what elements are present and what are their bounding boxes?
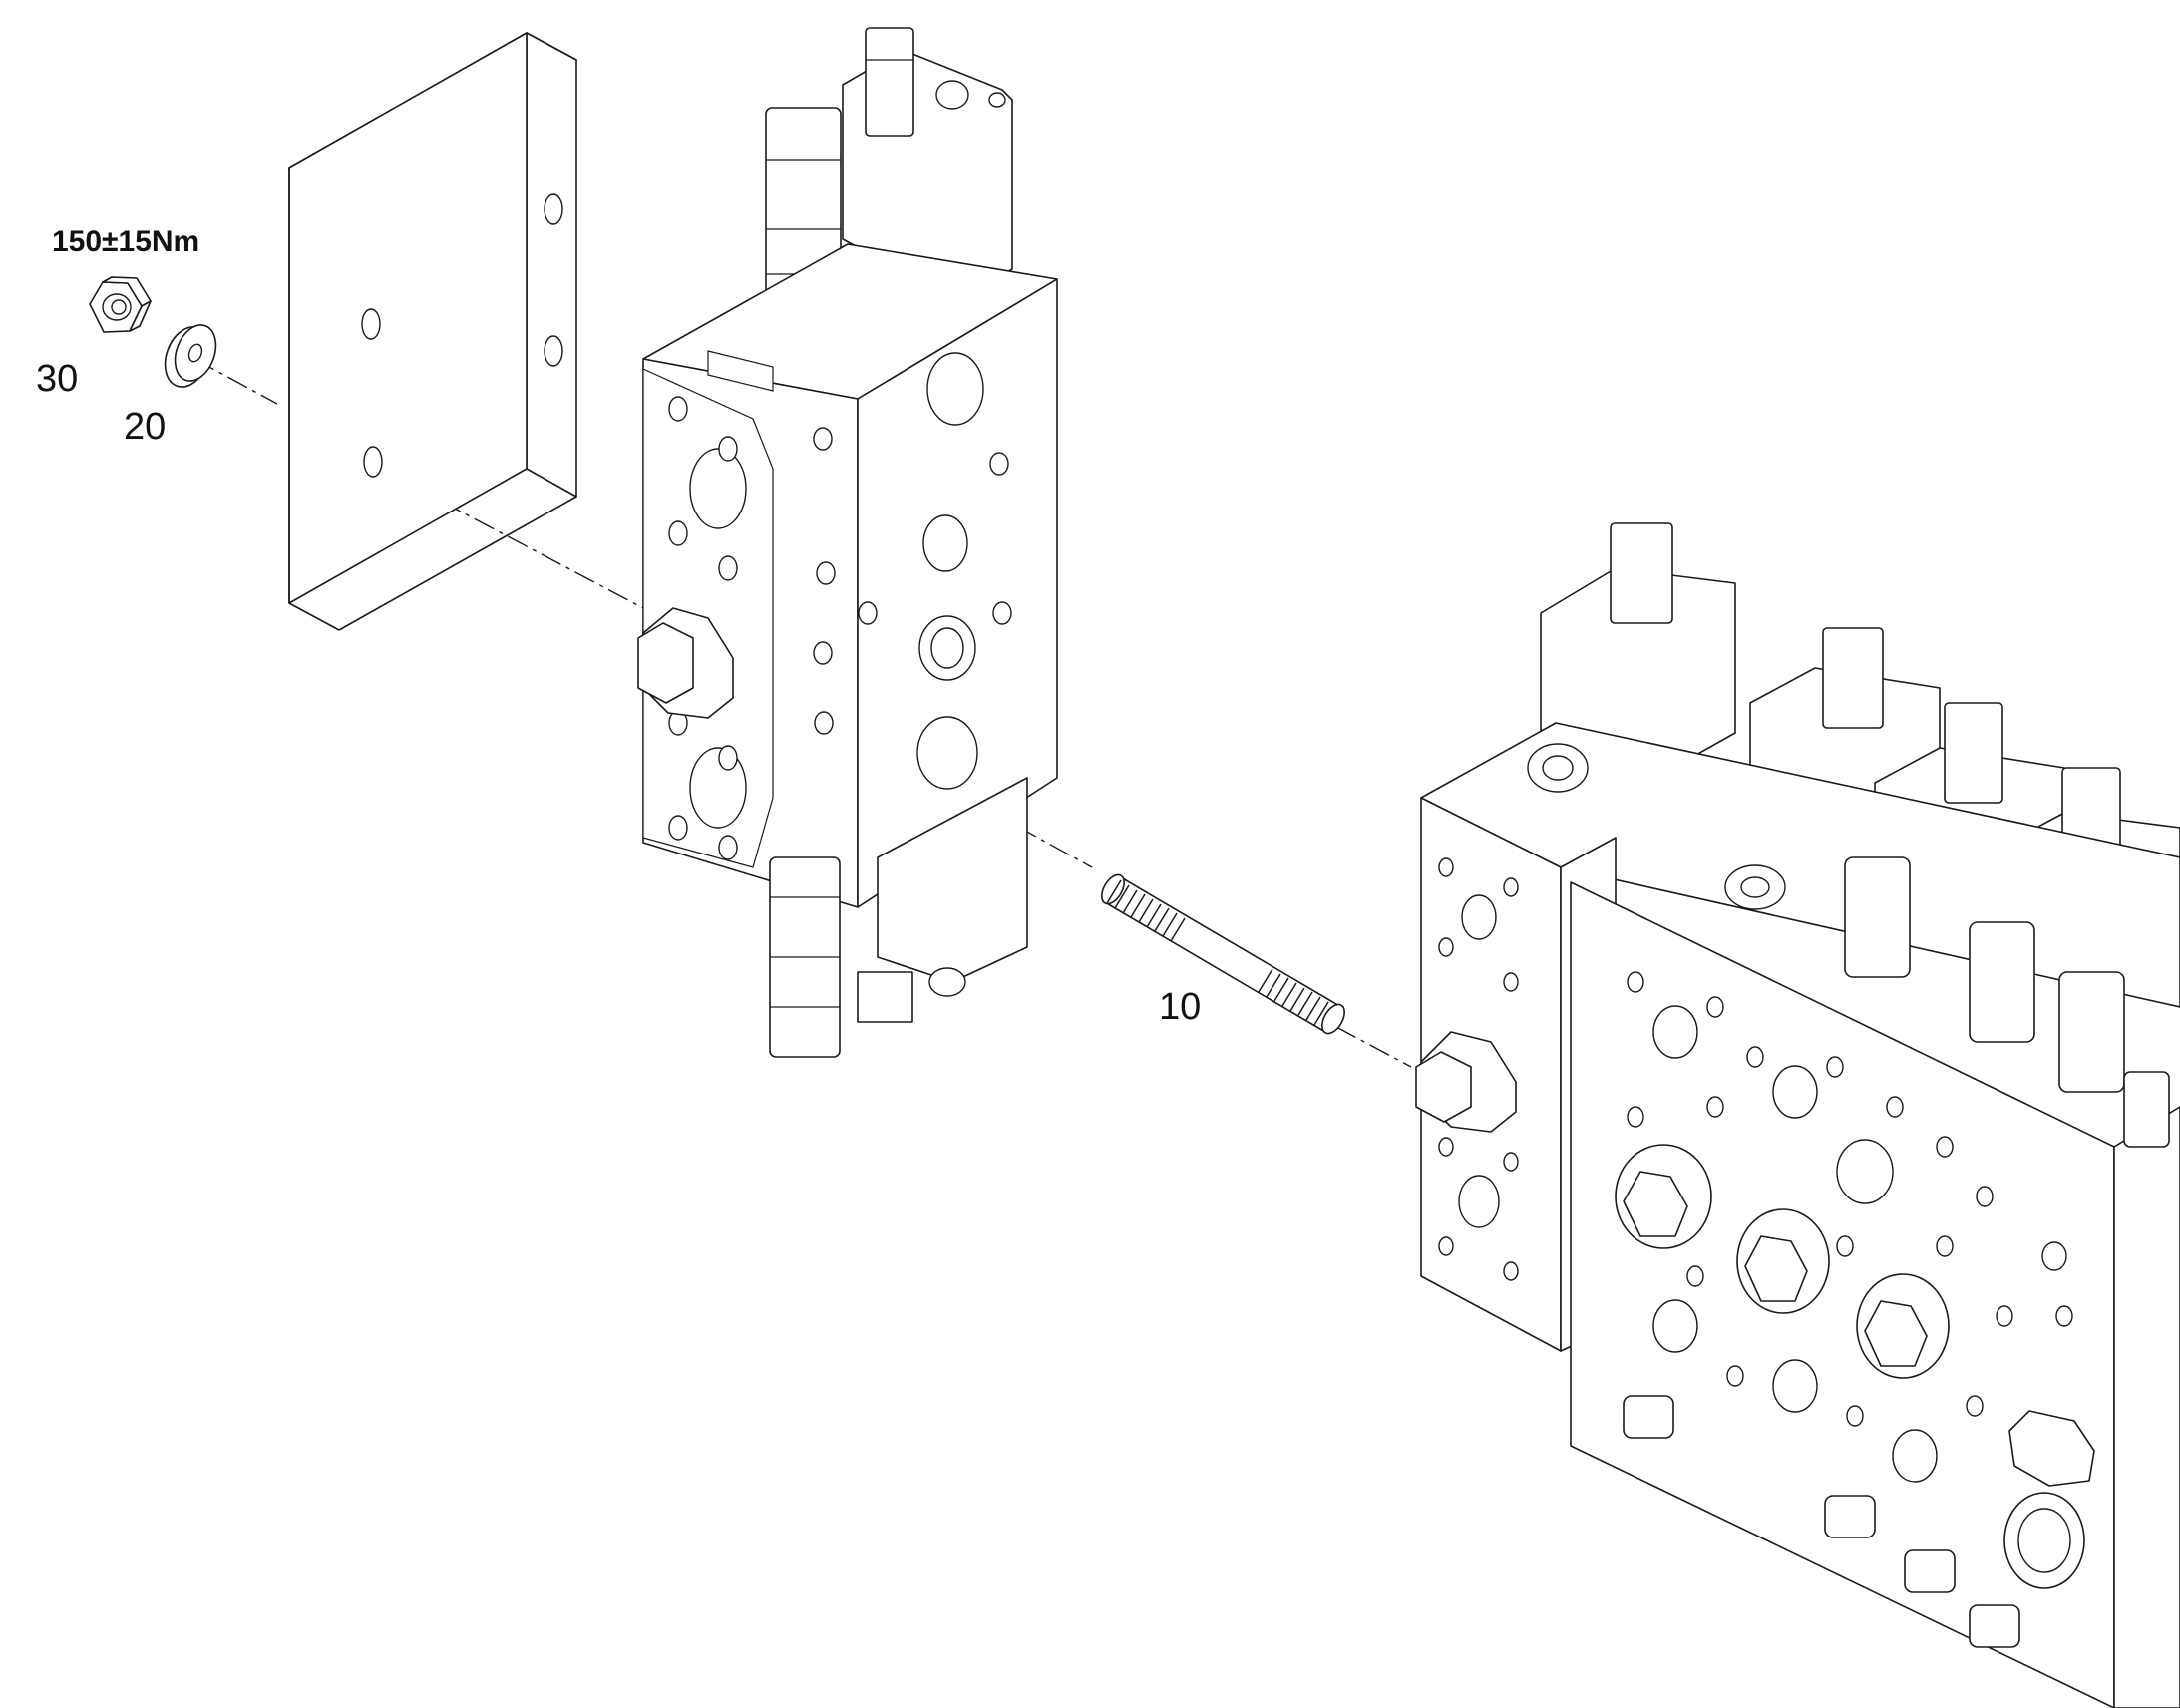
stud-thread-left (1106, 879, 1186, 942)
hex-nut (89, 276, 152, 333)
plate-hole (363, 446, 383, 478)
flat-washer (164, 324, 217, 388)
callout-nut: 30 (36, 358, 78, 400)
plate-hole (361, 308, 381, 340)
section-valve (637, 27, 1058, 1058)
plate-hole (544, 193, 563, 225)
mounting-plate (288, 32, 577, 631)
front-plug (1615, 1144, 1712, 1249)
torque-spec-label: 150±15Nm (52, 225, 199, 258)
threaded-stud (1101, 873, 1345, 1035)
front-plug (1736, 1208, 1830, 1314)
callout-washer: 20 (124, 406, 166, 448)
callout-stud: 10 (1159, 986, 1201, 1028)
main-valve-block (1415, 522, 2180, 1708)
centerline-stud-to-block (1335, 1026, 1412, 1068)
plate-hole (544, 335, 563, 367)
front-plug (1856, 1273, 1950, 1379)
stud-thread-right (1258, 968, 1329, 1026)
